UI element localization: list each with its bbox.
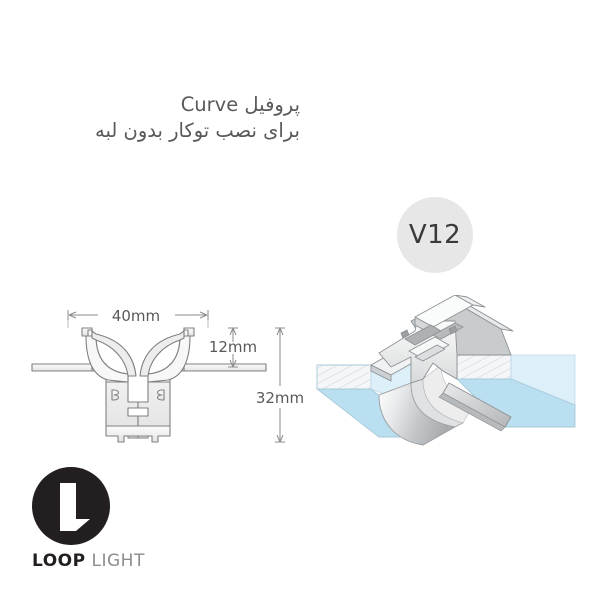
version-badge-label: V12 — [408, 220, 462, 250]
profile-left-arc — [85, 335, 129, 383]
ceiling-slab-right — [455, 354, 576, 428]
profile-wing-left-edge — [370, 364, 392, 382]
logo-circle-mark — [32, 467, 110, 545]
curved-diffuser-surface — [378, 378, 464, 446]
hook-left — [81, 327, 93, 337]
logo-letter-l-shape — [60, 483, 90, 531]
hook-right — [183, 327, 195, 337]
profile-geometry — [31, 327, 267, 443]
profile-extrusion — [370, 294, 514, 384]
flange-right — [183, 363, 267, 372]
led-clip-left — [111, 389, 120, 401]
brand-logo: LOOP LIGHT — [30, 467, 210, 575]
dimension-width-label: 40mm — [112, 307, 160, 325]
flange-left — [31, 363, 93, 372]
clip-detail-right — [448, 325, 458, 335]
product-title-block: پروفیل Curve برای نصب توکار بدون لبه — [40, 92, 300, 144]
product-title-primary: پروفیل Curve — [180, 93, 300, 116]
cross-section-svg: 40mm — [31, 307, 304, 443]
cross-section-drawing: 40mm — [30, 290, 310, 460]
clip-detail-left — [400, 329, 410, 339]
version-badge: V12 — [397, 197, 473, 273]
dimension-width-40mm — [67, 310, 209, 328]
led-clip-right — [156, 389, 165, 401]
logo-wordmark: LOOP LIGHT — [32, 551, 145, 571]
logo-wordmark-loop: LOOP — [32, 551, 86, 571]
profile-right-arc — [147, 335, 191, 383]
dimension-height-label: 32mm — [256, 389, 304, 407]
lens-fin-right — [438, 382, 512, 432]
isometric-svg — [315, 294, 576, 446]
isometric-drawing — [305, 294, 595, 465]
arc-shell-right — [139, 329, 185, 377]
dimension-recess-12mm — [228, 327, 238, 368]
logo-wordmark-light: LIGHT — [91, 551, 145, 571]
led-strip — [414, 344, 446, 362]
bottom-rail — [105, 425, 171, 443]
logo-l-icon — [60, 483, 90, 531]
dimension-recess-label: 12mm — [209, 338, 257, 356]
dimension-height-32mm — [275, 327, 285, 443]
header: پروفیل Curve برای نصب توکار بدون لبه V12 — [0, 92, 600, 273]
profile-top-tab — [454, 294, 486, 308]
arc-shell-left — [91, 329, 137, 377]
product-title-subtitle: برای نصب توکار بدون لبه — [95, 119, 300, 142]
